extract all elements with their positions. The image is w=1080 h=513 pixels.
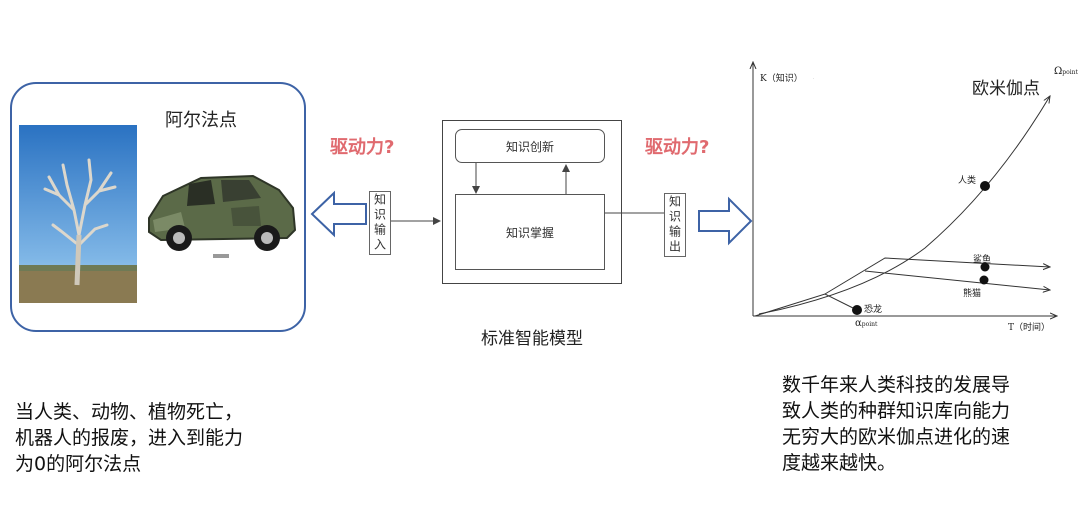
shark-curve — [824, 257, 1050, 295]
alpha-symbol: αpoint — [855, 318, 878, 329]
right-arrow-icon — [698, 196, 753, 246]
model-caption: 标准智能模型 — [481, 329, 583, 349]
left-arrow-icon — [310, 190, 367, 238]
human-point — [980, 181, 990, 191]
dinosaur-curve — [754, 293, 858, 317]
dinosaur-label: 恐龙 — [864, 305, 883, 315]
knowledge-output-box: 知识输出 — [664, 193, 686, 257]
svg-text:.: . — [813, 76, 814, 80]
cat-point — [979, 275, 989, 285]
shark-point — [980, 262, 990, 272]
x-axis-label: T（时间） — [1008, 323, 1051, 333]
omega-point-title: 欧米伽点 — [972, 79, 1040, 99]
knowledge-mastery-box: 知识掌握 — [455, 194, 605, 270]
standard-intelligence-model — [442, 120, 622, 284]
omega-description: 数千年来人类科技的发展导 致人类的种群知识库向能力 无穷大的欧米伽点进化的速 度… — [782, 374, 1011, 474]
alpha-description: 当人类、动物、植物死亡， 机器人的报废，进入到能力 为0的阿尔法点 — [15, 401, 244, 475]
drive-question-right: 驱动力? — [645, 137, 710, 158]
cat-label: 熊猫 — [963, 289, 982, 299]
human-label: 人类 — [958, 176, 977, 186]
omega-symbol: Ωpoint — [1054, 66, 1078, 77]
cat-curve — [864, 270, 1050, 290]
drive-question-left: 驱动力? — [330, 137, 395, 158]
y-axis-label: K（知识） — [760, 74, 803, 84]
wrecked-car-image — [148, 174, 297, 258]
alpha-panel-title: 阿尔法点 — [165, 110, 237, 131]
knowledge-time-graph: . — [745, 58, 1075, 338]
knowledge-input-box: 知识输入 — [369, 191, 391, 255]
knowledge-innovation-box: 知识创新 — [455, 129, 605, 163]
dinosaur-point — [852, 305, 862, 315]
dead-tree-image — [19, 125, 137, 303]
shark-label: 鲨鱼 — [973, 255, 992, 265]
human-curve — [758, 96, 1050, 315]
